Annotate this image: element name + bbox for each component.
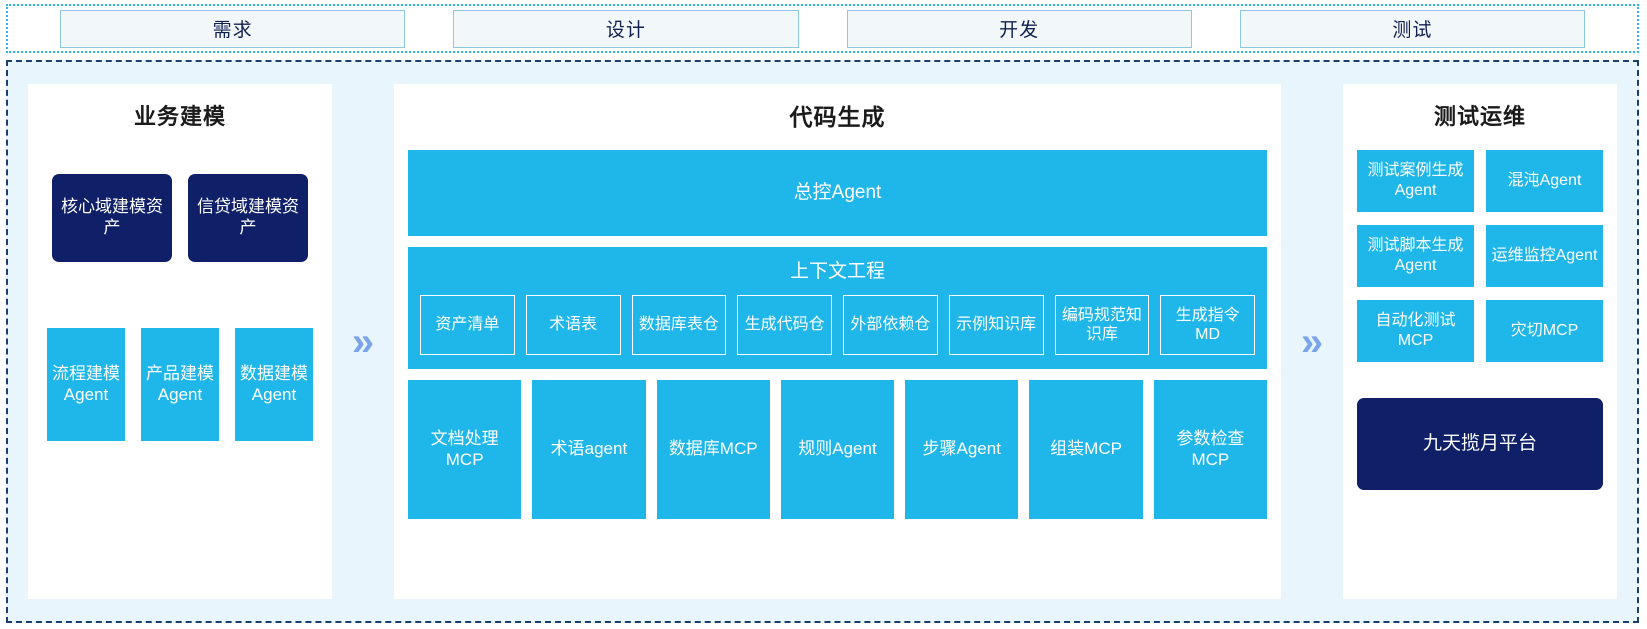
phase-strip: 需求 设计 开发 测试 xyxy=(6,4,1639,53)
architecture-body: 业务建模 核心域建模资产 信贷域建模资产 流程建模Agent 产品建模Agent… xyxy=(6,60,1639,623)
chevron-right-icon-2: »︎ xyxy=(1300,319,1324,364)
tool-card-glossary-agent[interactable]: 术语agent xyxy=(532,380,646,519)
test-ops-card-test-script-generation-agent[interactable]: 测试脚本生成Agent xyxy=(1357,225,1474,287)
panel-test-ops: 测试运维 测试案例生成Agent 混沌Agent 测试脚本生成Agent 运维监… xyxy=(1343,84,1617,599)
panel-title-test-ops: 测试运维 xyxy=(1433,104,1526,129)
code-generation-stack: 总控Agent 上下文工程 资产清单 术语表 数据库表仓 生成代码仓 外部依赖仓… xyxy=(408,150,1267,519)
platform-card-jiutian-lanyue[interactable]: 九天揽月平台 xyxy=(1357,398,1603,490)
panel-business-modeling: 业务建模 核心域建模资产 信贷域建模资产 流程建模Agent 产品建模Agent… xyxy=(28,84,332,599)
context-item-generated-code-repo[interactable]: 生成代码仓 xyxy=(737,295,832,355)
test-ops-card-grid: 测试案例生成Agent 混沌Agent 测试脚本生成Agent 运维监控Agen… xyxy=(1357,150,1603,362)
context-item-generation-instruction-md[interactable]: 生成指令MD xyxy=(1160,295,1255,355)
context-item-coding-standard-knowledge-base[interactable]: 编码规范知识库 xyxy=(1054,295,1150,355)
test-ops-card-chaos-agent[interactable]: 混沌Agent xyxy=(1486,150,1603,212)
context-item-external-dependency-repo[interactable]: 外部依赖仓 xyxy=(843,295,938,355)
phase-tab-design[interactable]: 设计 xyxy=(453,9,799,48)
tool-card-database-mcp[interactable]: 数据库MCP xyxy=(656,380,770,519)
phase-tab-development[interactable]: 开发 xyxy=(846,9,1192,48)
phase-tab-testing[interactable]: 测试 xyxy=(1239,9,1585,48)
context-item-example-knowledge-base[interactable]: 示例知识库 xyxy=(948,295,1044,355)
agent-card-data-modeling[interactable]: 数据建模Agent xyxy=(235,328,313,441)
context-item-db-table-repo[interactable]: 数据库表仓 xyxy=(631,295,727,355)
tool-card-step-agent[interactable]: 步骤Agent xyxy=(905,380,1019,519)
business-agent-row: 流程建模Agent 产品建模Agent 数据建模Agent xyxy=(42,328,318,441)
agent-card-process-modeling[interactable]: 流程建模Agent xyxy=(47,328,125,441)
context-engineering-title: 上下文工程 xyxy=(789,261,885,282)
asset-card-credit-domain[interactable]: 信贷域建模资产 xyxy=(188,174,308,262)
business-asset-row: 核心域建模资产 信贷域建模资产 xyxy=(42,174,318,262)
master-agent-bar[interactable]: 总控Agent xyxy=(408,150,1267,236)
tool-card-parameter-check-mcp[interactable]: 参数检查MCP xyxy=(1153,380,1267,519)
context-item-row: 资产清单 术语表 数据库表仓 生成代码仓 外部依赖仓 示例知识库 编码规范知识库… xyxy=(420,295,1255,355)
panel-title-code-generation: 代码生成 xyxy=(789,104,886,130)
chevron-right-icon-1: »︎ xyxy=(351,319,375,364)
test-ops-card-test-case-generation-agent[interactable]: 测试案例生成Agent xyxy=(1357,150,1474,212)
panel-code-generation: 代码生成 总控Agent 上下文工程 资产清单 术语表 数据库表仓 生成代码仓 … xyxy=(394,84,1281,599)
tool-card-rule-agent[interactable]: 规则Agent xyxy=(780,380,895,519)
context-item-asset-list[interactable]: 资产清单 xyxy=(420,295,515,355)
tool-card-document-processing-mcp[interactable]: 文档处理MCP xyxy=(408,380,522,519)
tool-card-assembly-mcp[interactable]: 组装MCP xyxy=(1029,380,1143,519)
panel-title-business-modeling: 业务建模 xyxy=(133,104,226,129)
tool-card-row: 文档处理MCP 术语agent 数据库MCP 规则Agent 步骤Agent 组… xyxy=(408,380,1267,519)
asset-card-core-domain[interactable]: 核心域建模资产 xyxy=(52,174,172,262)
test-ops-card-disaster-switch-mcp[interactable]: 灾切MCP xyxy=(1486,300,1603,362)
context-item-glossary[interactable]: 术语表 xyxy=(525,295,621,355)
agent-card-product-modeling[interactable]: 产品建模Agent xyxy=(141,328,219,441)
test-ops-card-automated-testing-mcp[interactable]: 自动化测试MCP xyxy=(1357,300,1474,362)
test-ops-card-ops-monitoring-agent[interactable]: 运维监控Agent xyxy=(1486,225,1603,287)
context-engineering-block: 上下文工程 资产清单 术语表 数据库表仓 生成代码仓 外部依赖仓 示例知识库 编… xyxy=(408,247,1267,369)
phase-tab-requirements[interactable]: 需求 xyxy=(60,9,406,48)
